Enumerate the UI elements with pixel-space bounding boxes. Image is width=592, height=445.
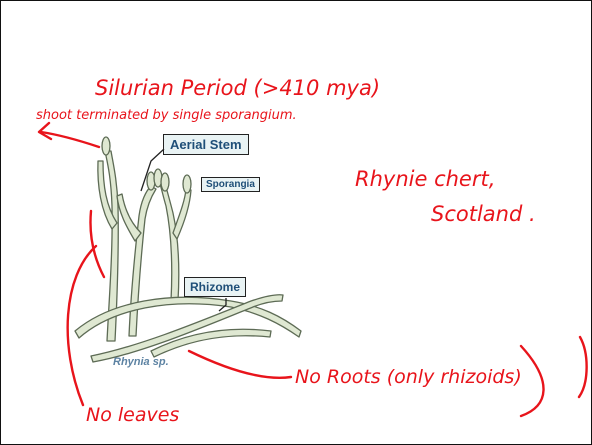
shoot-annotation: shoot terminated by single sporangium. xyxy=(36,108,297,123)
no-roots-annotation: No Roots (only rhizoids) xyxy=(295,366,522,388)
location-annotation-line2: Scotland . xyxy=(431,202,536,226)
no-leaves-annotation: No leaves xyxy=(86,404,179,426)
period-annotation: Silurian Period (>410 mya) xyxy=(95,76,380,100)
location-annotation-line1: Rhynie chert, xyxy=(355,167,495,191)
